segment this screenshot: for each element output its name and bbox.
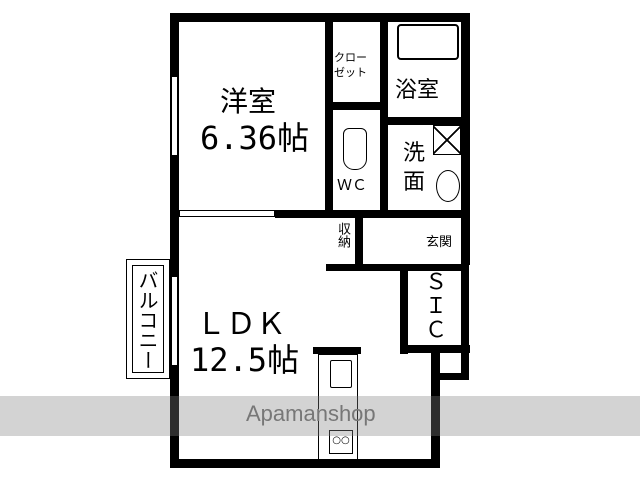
washroom-label-1: 洗: [403, 141, 426, 166]
sliding-door-western-room: [179, 210, 275, 217]
bathtub-icon: [397, 24, 459, 60]
balcony-label: バルコニー: [135, 270, 159, 370]
sic-label-2: Ｉ: [425, 294, 448, 319]
ldk-label: ＬＤＫ: [196, 307, 286, 342]
stove-icon: ○○: [329, 430, 353, 454]
wall-left: [170, 13, 179, 468]
wall-closet-bottom: [325, 102, 388, 110]
closet-label-1: クロー: [334, 51, 367, 64]
wall-sic-left: [400, 264, 408, 354]
closet-label-2: ゼット: [334, 66, 367, 79]
wall-bottom: [170, 459, 440, 468]
wall-right-upper: [461, 13, 470, 265]
wall-western-room-right: [325, 13, 333, 218]
washroom-label-2: 面: [403, 170, 426, 195]
wall-bath-left: [380, 13, 388, 218]
kitchen-sink-icon: [330, 360, 352, 388]
watermark-band: [0, 396, 640, 436]
window-ldk: [171, 276, 178, 366]
wall-top: [170, 13, 470, 22]
sic-label-3: Ｃ: [425, 318, 448, 343]
wall-storage-right: [355, 218, 363, 270]
wall-sic-right: [461, 264, 469, 379]
wall-bath-bottom: [388, 117, 468, 125]
toilet-icon: [343, 128, 367, 170]
ldk-size: 12.5帖: [190, 341, 300, 379]
sic-label-1: Ｓ: [425, 270, 448, 295]
wall-storage-bottom: [326, 264, 466, 271]
window-western-room: [171, 76, 178, 156]
wall-right-lower: [431, 345, 440, 468]
kitchen-top-wall: [313, 347, 361, 354]
watermark-text: Apamanshop: [246, 401, 376, 426]
balcony: [126, 259, 170, 379]
entrance-label: 玄関: [426, 235, 453, 250]
wall-sic-bottom: [400, 345, 470, 353]
toilet-label: ＷＣ: [337, 176, 368, 194]
bath-label: 浴室: [395, 78, 440, 103]
storage-label: 収納: [335, 222, 350, 248]
wall-ldk-top: [275, 210, 470, 218]
western-room-label: 洋室: [220, 85, 277, 118]
washer-space-icon: [433, 125, 461, 155]
wall-nook-bottom: [431, 373, 469, 380]
western-room-size: 6.36帖: [200, 119, 310, 157]
kitchen-counter: [318, 354, 358, 461]
sink-icon: [436, 170, 460, 202]
